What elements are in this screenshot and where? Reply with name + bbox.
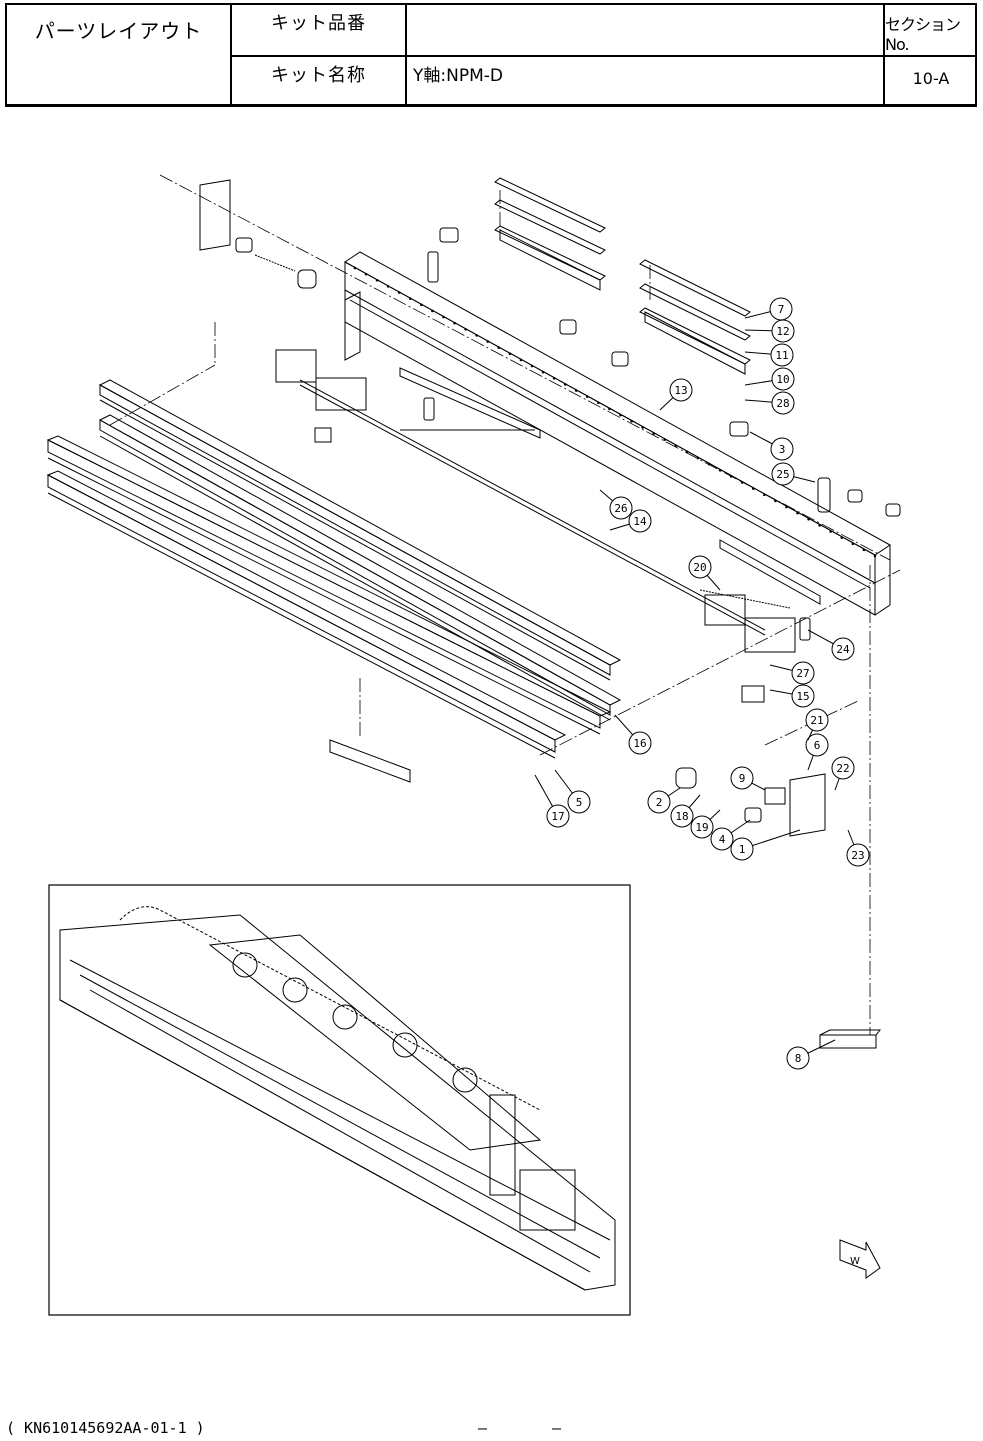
beam-hole [641, 426, 644, 429]
beam-hole [785, 506, 788, 509]
document-code: ( KN610145692AA-01-1 ) [6, 1419, 205, 1437]
view-arrow-label: W [850, 1256, 860, 1267]
callout-number: 12 [776, 325, 789, 338]
beam-hole [697, 457, 700, 460]
callout-number: 27 [796, 667, 809, 680]
beam-hole [398, 291, 401, 294]
view-arrow-icon [840, 1240, 880, 1278]
callout-number: 18 [675, 810, 688, 823]
callout-number: 9 [739, 772, 746, 785]
page-dash-right: – [552, 1419, 561, 1437]
callout-number: 5 [576, 796, 583, 809]
callout-number: 1 [739, 843, 746, 856]
beam-hole [829, 530, 832, 533]
callout-number: 15 [796, 690, 809, 703]
beam-hole [619, 414, 622, 417]
beam-hole [409, 297, 412, 300]
beam-hole [464, 328, 467, 331]
beam-hole [752, 487, 755, 490]
callout-number: 23 [851, 849, 864, 862]
beam-hole [841, 536, 844, 539]
beam-hole [630, 420, 633, 423]
beam-hole [498, 346, 501, 349]
beam-hole [376, 279, 379, 282]
beam-hole [486, 340, 489, 343]
callout-number: 25 [776, 468, 789, 481]
beam-hole [542, 371, 545, 374]
callout-number: 3 [779, 443, 786, 456]
beam-hole [520, 359, 523, 362]
callout-number: 24 [836, 643, 850, 656]
beam-hole [608, 408, 611, 411]
beam-hole [708, 463, 711, 466]
beam-hole [663, 438, 666, 441]
beam-hole [863, 549, 866, 552]
small-parts [200, 180, 900, 1048]
beam-hole [453, 322, 456, 325]
beam-hole [442, 316, 445, 319]
beam-hole [365, 273, 368, 276]
beam-hole [874, 555, 877, 558]
callout-number: 7 [778, 303, 785, 316]
callout-number: 6 [814, 739, 821, 752]
page-dash-left: – [478, 1419, 487, 1437]
rails [48, 380, 765, 758]
beam-hole [818, 524, 821, 527]
beam-hole [730, 475, 733, 478]
beam-hole [586, 395, 589, 398]
beam-hole [531, 365, 534, 368]
beam-hole [741, 481, 744, 484]
callout-number: 20 [693, 561, 706, 574]
callout-number: 2 [656, 796, 663, 809]
callout-number: 21 [810, 714, 823, 727]
callout-number: 19 [695, 821, 708, 834]
beam-hole [553, 377, 556, 380]
beam-hole [420, 303, 423, 306]
beam-hole [575, 389, 578, 392]
beam-hole [354, 267, 357, 270]
beam-hole [852, 542, 855, 545]
beam-hole [686, 451, 689, 454]
callout-number: 10 [776, 373, 789, 386]
callout-number: 28 [776, 397, 789, 410]
callout-number: 11 [775, 349, 788, 362]
main-beam [345, 252, 890, 615]
callout-number: 14 [633, 515, 647, 528]
callout-number: 16 [633, 737, 646, 750]
beam-hole [763, 493, 766, 496]
callout-number: 17 [551, 810, 564, 823]
beam-hole [796, 512, 799, 515]
beam-hole [564, 383, 567, 386]
beam-hole [807, 518, 810, 521]
beam-hole [597, 402, 600, 405]
beam-hole [652, 432, 655, 435]
beam-hole [509, 352, 512, 355]
callout-number: 13 [674, 384, 687, 397]
callout-number: 4 [719, 833, 726, 846]
beam-hole [774, 500, 777, 503]
beam-hole [387, 285, 390, 288]
callout-number: 26 [614, 502, 627, 515]
cover-plates [495, 178, 750, 374]
callout-number: 8 [795, 1052, 802, 1065]
beam-hole [431, 310, 434, 313]
beam-hole [719, 469, 722, 472]
beam-hole [475, 334, 478, 337]
assembly-inset [60, 907, 615, 1290]
callout-number: 22 [836, 762, 849, 775]
beam-hole [675, 444, 678, 447]
